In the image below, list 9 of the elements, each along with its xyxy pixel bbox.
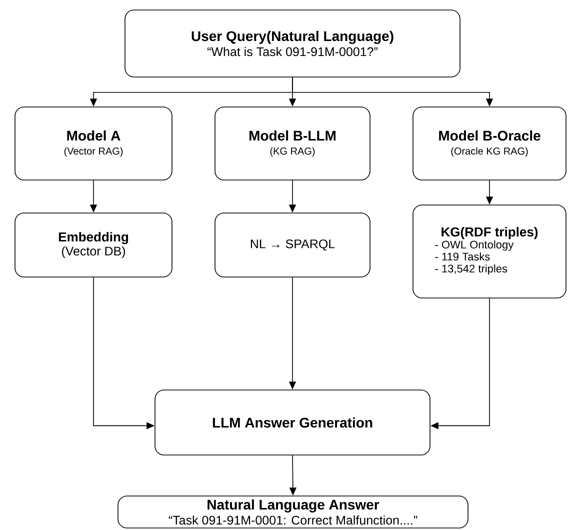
process-box: Embedding (Vector DB) [14, 212, 172, 278]
process-box: Model B-LLM (KG RAG) [214, 106, 370, 180]
process-box: LLM Answer Generation [154, 390, 430, 456]
process-box: User Query(Natural Language) “What is Task 091-91M-0001?” [124, 10, 460, 78]
list-box: KG(RDF triples) - OWL Ontology - 119 Tasks - 13,542 triples [412, 204, 566, 298]
process-box: Model B-Oracle (Oracle KG RAG) [412, 106, 566, 180]
process-box: Natural Language Answer “Task 091-91M-0001: Correct Malfunction....” [118, 496, 468, 528]
process-box: Model A (Vector RAG) [14, 106, 172, 180]
process-box: NL → SPARQL [214, 212, 370, 278]
